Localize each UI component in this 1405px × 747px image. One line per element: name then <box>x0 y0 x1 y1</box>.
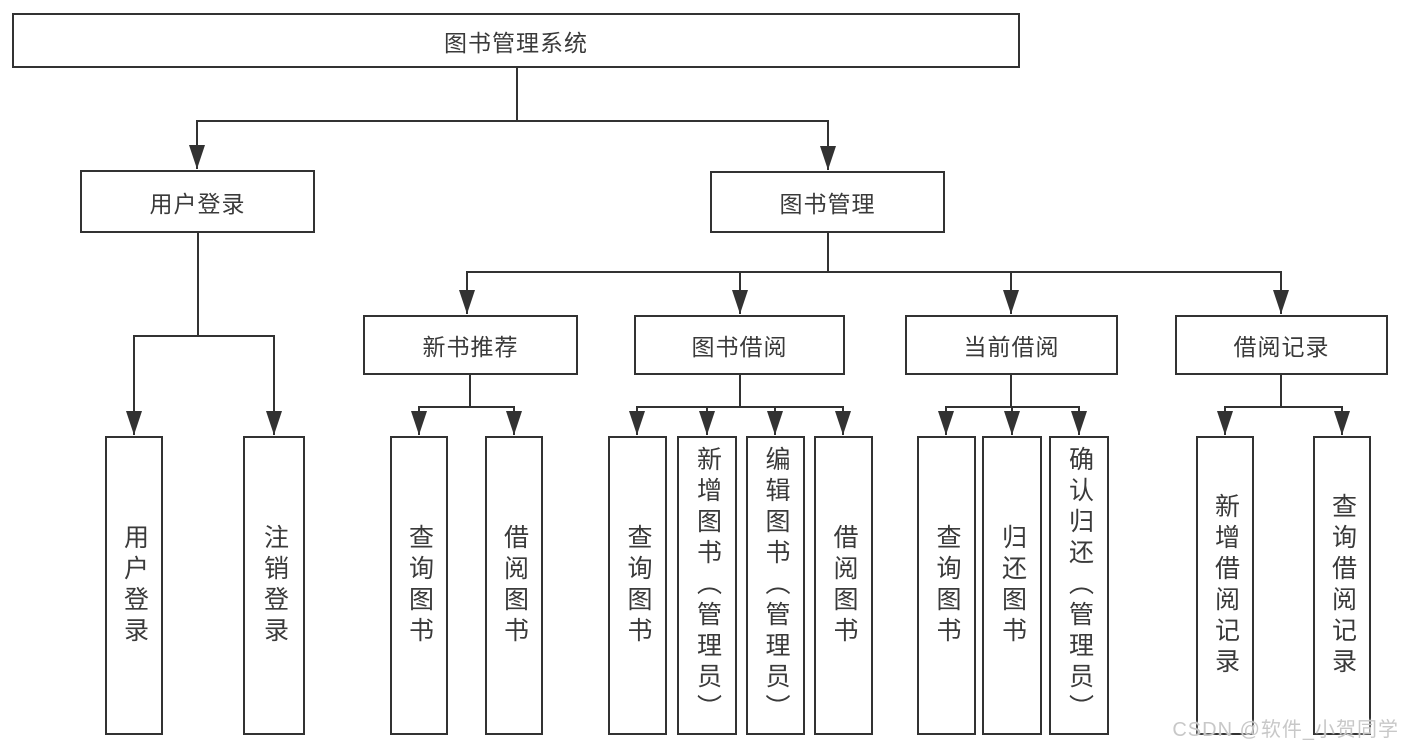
node-book-management-label: 图书管理 <box>779 191 876 217</box>
node-new-book-recommend-label: 新书推荐 <box>422 334 519 360</box>
node-current-borrow-label: 当前借阅 <box>963 334 1060 360</box>
leaf-current-query-books: 查询图书 <box>917 436 976 735</box>
leaf-borrow-query-books-label: 查询图书 <box>624 523 652 648</box>
leaf-current-return-books-label: 归还图书 <box>998 523 1027 648</box>
leaf-records-add-record: 新增借阅记录 <box>1196 436 1254 735</box>
leaf-borrow-borrow-books: 借阅图书 <box>814 436 873 735</box>
leaf-current-confirm-return-admin-label: 确认归还（管理员） <box>1065 446 1094 725</box>
leaf-recommend-borrow-books: 借阅图书 <box>485 436 543 735</box>
watermark: CSDN @软件_小贺同学 <box>1172 719 1399 741</box>
leaf-current-confirm-return-admin: 确认归还（管理员） <box>1049 436 1109 735</box>
node-book-borrow-label: 图书借阅 <box>691 334 788 360</box>
leaf-borrow-query-books: 查询图书 <box>608 436 667 735</box>
leaf-borrow-borrow-books-label: 借阅图书 <box>830 523 858 648</box>
leaf-borrow-edit-books-admin: 编辑图书（管理员） <box>746 436 805 735</box>
leaf-current-query-books-label: 查询图书 <box>933 523 961 648</box>
node-borrow-records: 借阅记录 <box>1175 315 1388 375</box>
leaf-recommend-borrow-books-label: 借阅图书 <box>500 523 529 648</box>
node-root-label: 图书管理系统 <box>444 29 588 56</box>
leaf-recommend-query-books: 查询图书 <box>390 436 448 735</box>
leaf-user-login: 用户登录 <box>105 436 163 735</box>
node-root: 图书管理系统 <box>12 13 1020 68</box>
node-user-login-label: 用户登录 <box>149 190 246 217</box>
node-borrow-records-label: 借阅记录 <box>1233 334 1330 360</box>
leaf-current-return-books: 归还图书 <box>982 436 1042 735</box>
node-current-borrow: 当前借阅 <box>905 315 1118 375</box>
leaf-logout: 注销登录 <box>243 436 305 735</box>
leaf-borrow-edit-books-admin-label: 编辑图书（管理员） <box>762 446 790 725</box>
node-user-login: 用户登录 <box>80 170 315 233</box>
node-book-borrow: 图书借阅 <box>634 315 845 375</box>
node-book-management: 图书管理 <box>710 171 945 233</box>
leaf-user-login-label: 用户登录 <box>120 523 149 648</box>
node-new-book-recommend: 新书推荐 <box>363 315 578 375</box>
leaf-borrow-add-books-admin: 新增图书（管理员） <box>677 436 737 735</box>
leaf-recommend-query-books-label: 查询图书 <box>405 523 434 648</box>
leaf-logout-label: 注销登录 <box>260 523 289 648</box>
leaf-records-add-record-label: 新增借阅记录 <box>1211 492 1240 679</box>
leaf-borrow-add-books-admin-label: 新增图书（管理员） <box>693 446 722 725</box>
leaf-records-query-record: 查询借阅记录 <box>1313 436 1371 735</box>
leaf-records-query-record-label: 查询借阅记录 <box>1328 492 1357 679</box>
